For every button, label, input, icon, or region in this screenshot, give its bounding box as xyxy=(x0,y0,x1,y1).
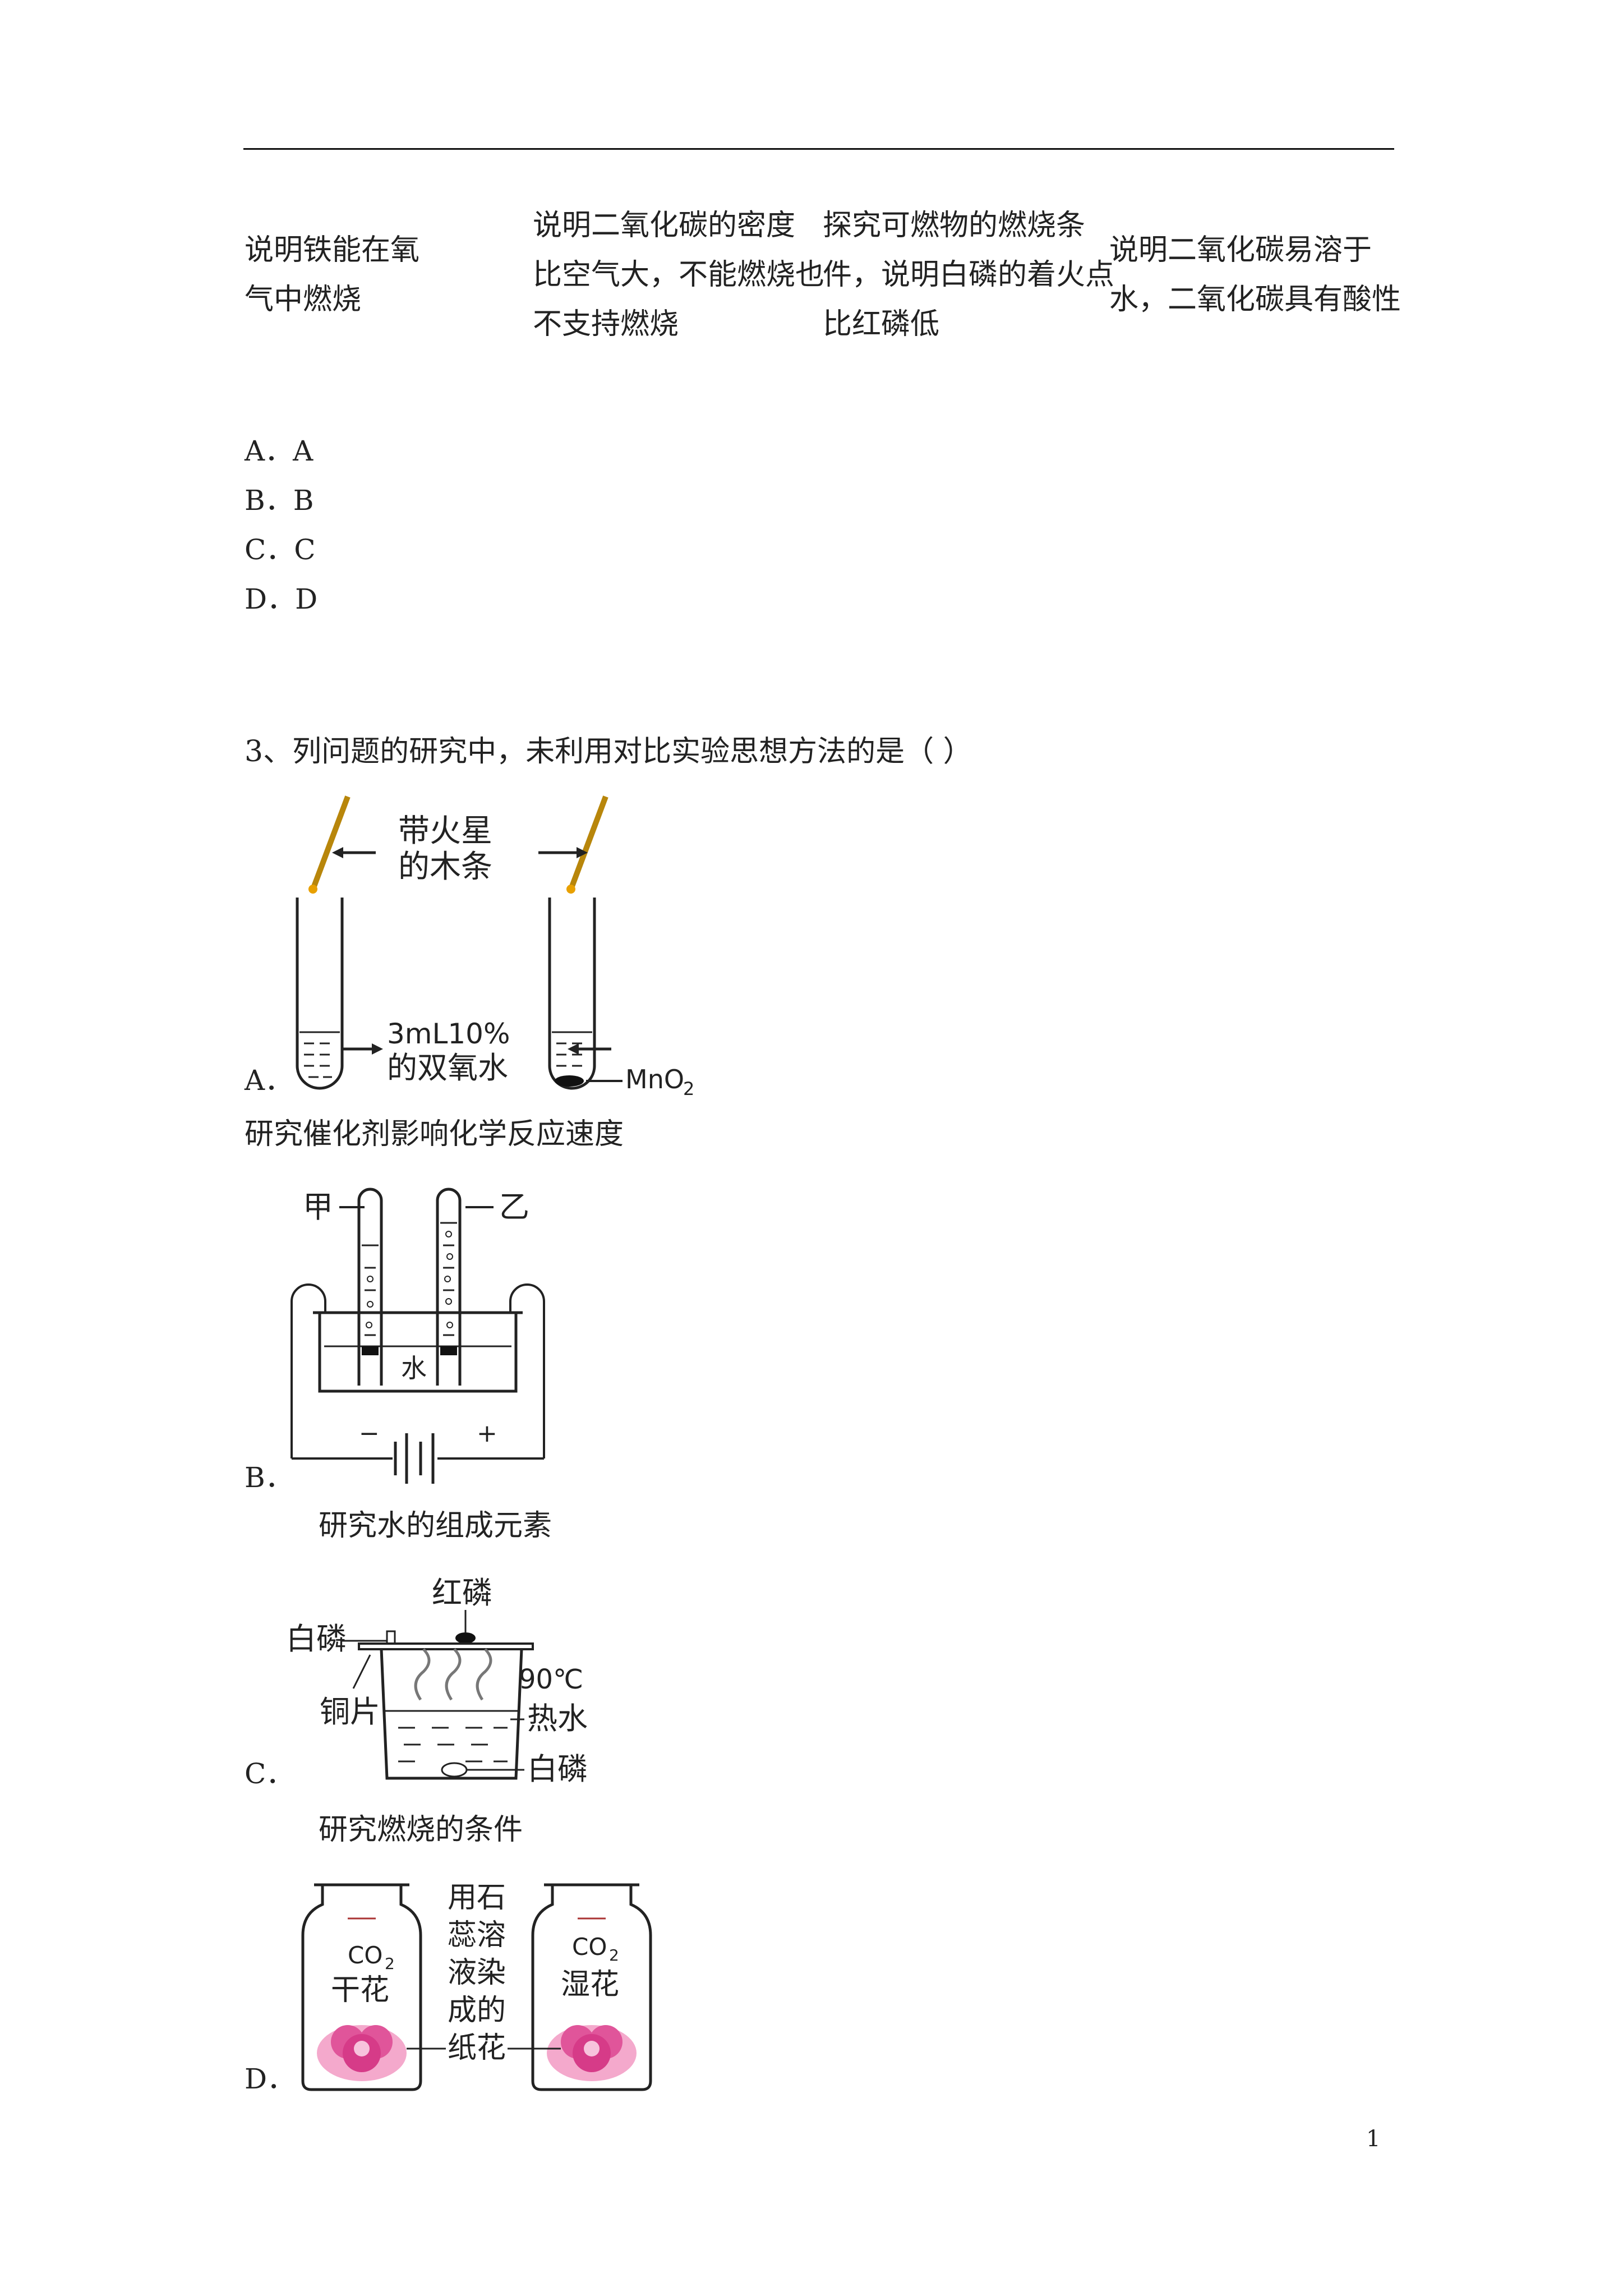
middle-label-5: 纸花 xyxy=(448,2031,506,2065)
spark-right-icon xyxy=(566,885,575,894)
stick-label-1: 带火星 xyxy=(398,813,492,849)
table-cell-2: 说明二氧化碳的密度 比空气大，不能燃烧也 不支持燃烧 xyxy=(533,209,825,341)
tube-yi-label: 乙 xyxy=(499,1189,529,1225)
question-3-stem: 3、列问题的研究中，未利用对比实验思想方法的是（ ） xyxy=(245,735,972,769)
red-phosphorus xyxy=(455,1632,476,1644)
electrode-left xyxy=(362,1346,379,1355)
page-number: 1 xyxy=(1366,2126,1381,2152)
flower-left-icon xyxy=(317,2025,407,2081)
q3-option-a-caption: 研究催化剂影响化学反应速度 xyxy=(245,1117,624,1151)
q3-option-b-letter[interactable]: B． xyxy=(245,1461,293,1494)
co2-right-sub: 2 xyxy=(609,1946,619,1964)
middle-label-3: 液染 xyxy=(448,1956,506,1990)
spark-left-icon xyxy=(308,885,317,894)
electrode-right xyxy=(440,1346,457,1355)
white-phosphorus-top xyxy=(386,1630,396,1645)
bottle-right xyxy=(531,1885,652,2091)
hot-water-label: 热水 xyxy=(527,1701,588,1736)
flower-right-icon xyxy=(547,2025,637,2081)
test-tube-left xyxy=(296,898,344,1090)
q3-option-c-caption: 研究燃烧的条件 xyxy=(319,1813,523,1847)
q3-option-b-caption: 研究水的组成元素 xyxy=(319,1509,552,1543)
table-cell-3: 探究可燃物的燃烧条 件，说明白磷的着火点 比红磷低 xyxy=(823,209,1115,341)
q3-option-a-letter[interactable]: A． xyxy=(245,1064,293,1097)
q2-option-c[interactable]: C．C xyxy=(245,533,316,566)
tube-yi xyxy=(436,1188,462,1386)
middle-label-2: 蕊溶 xyxy=(448,1918,506,1952)
red-p-label: 红磷 xyxy=(432,1575,492,1611)
middle-label-1: 用石 xyxy=(448,1881,506,1915)
catalyst-label: MnO xyxy=(625,1064,684,1094)
co2-right-label: CO xyxy=(572,1933,607,1961)
litmus-flower-figure: CO 2 干花 CO 2 湿花 用石 蕊溶 液染 成的 纸花 xyxy=(301,1881,652,2091)
stick-label-2: 的木条 xyxy=(398,849,492,885)
liquid-right xyxy=(552,1031,592,1067)
catalyst-label-sub: 2 xyxy=(683,1078,694,1099)
white-p-top-label: 白磷 xyxy=(286,1621,347,1657)
wire-left xyxy=(291,1283,326,1402)
white-p-bottom-label: 白磷 xyxy=(527,1751,588,1787)
q2-option-d[interactable]: D．D xyxy=(245,583,318,615)
wet-flower-label: 湿花 xyxy=(561,1968,619,2001)
test-tube-right xyxy=(548,898,596,1090)
dry-flower-label: 干花 xyxy=(331,1973,389,2007)
wire-right xyxy=(509,1283,545,1402)
electrolysis-figure: 甲 乙 水 − + xyxy=(291,1188,545,1484)
copper-plate xyxy=(358,1642,534,1650)
catalyst-experiment-figure: 带火星 的木条 3mL10% 的双氧水 MnO 2 xyxy=(296,795,694,1099)
q2-option-b[interactable]: B．B xyxy=(245,484,314,517)
plus-label: + xyxy=(477,1419,497,1448)
minus-label: − xyxy=(359,1419,380,1448)
tube-jia xyxy=(357,1188,383,1386)
combustion-figure: 红磷 白磷 铜片 90℃ 热水 白磷 xyxy=(286,1575,588,1787)
table-cell-1: 说明铁能在氧 气中燃烧 xyxy=(245,233,420,316)
solution-label-2: 的双氧水 xyxy=(387,1050,508,1085)
header-rule xyxy=(243,148,1394,150)
mno2-powder xyxy=(555,1075,584,1087)
co2-left-label: CO xyxy=(348,1941,382,1969)
copper-label: 铜片 xyxy=(320,1694,380,1729)
table-cell-4: 说明二氧化碳易溶于 水，二氧化碳具有酸性 xyxy=(1109,233,1401,316)
tube-jia-label: 甲 xyxy=(303,1189,333,1225)
q2-option-a[interactable]: A．A xyxy=(245,435,313,467)
solution-label-1: 3mL10% xyxy=(387,1018,510,1050)
wooden-stick-right xyxy=(569,795,608,887)
white-phosphorus-bottom xyxy=(441,1762,468,1778)
steam-icon xyxy=(414,1648,492,1701)
water-label: 水 xyxy=(401,1353,427,1383)
q3-option-c-letter[interactable]: C． xyxy=(245,1757,294,1790)
middle-label-4: 成的 xyxy=(448,1994,506,2027)
liquid-left xyxy=(299,1031,340,1078)
q3-option-d-letter[interactable]: D． xyxy=(245,2063,296,2095)
wooden-stick-left xyxy=(311,795,351,887)
bottle-left xyxy=(301,1885,422,2091)
co2-left-sub: 2 xyxy=(385,1954,395,1973)
temp-label: 90℃ xyxy=(519,1664,583,1695)
beaker xyxy=(380,1649,523,1780)
